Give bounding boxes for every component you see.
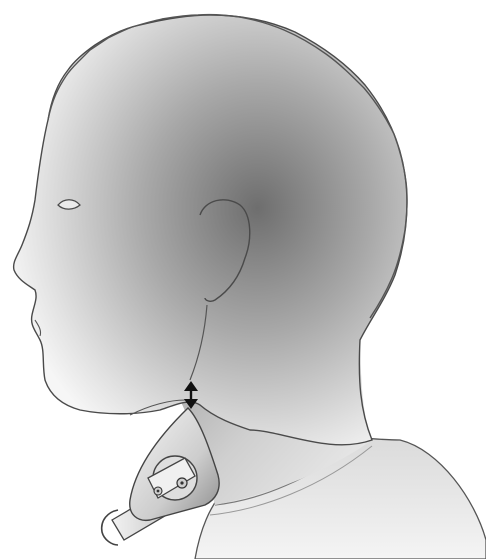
head [14,15,407,445]
strap-tail [102,510,118,545]
